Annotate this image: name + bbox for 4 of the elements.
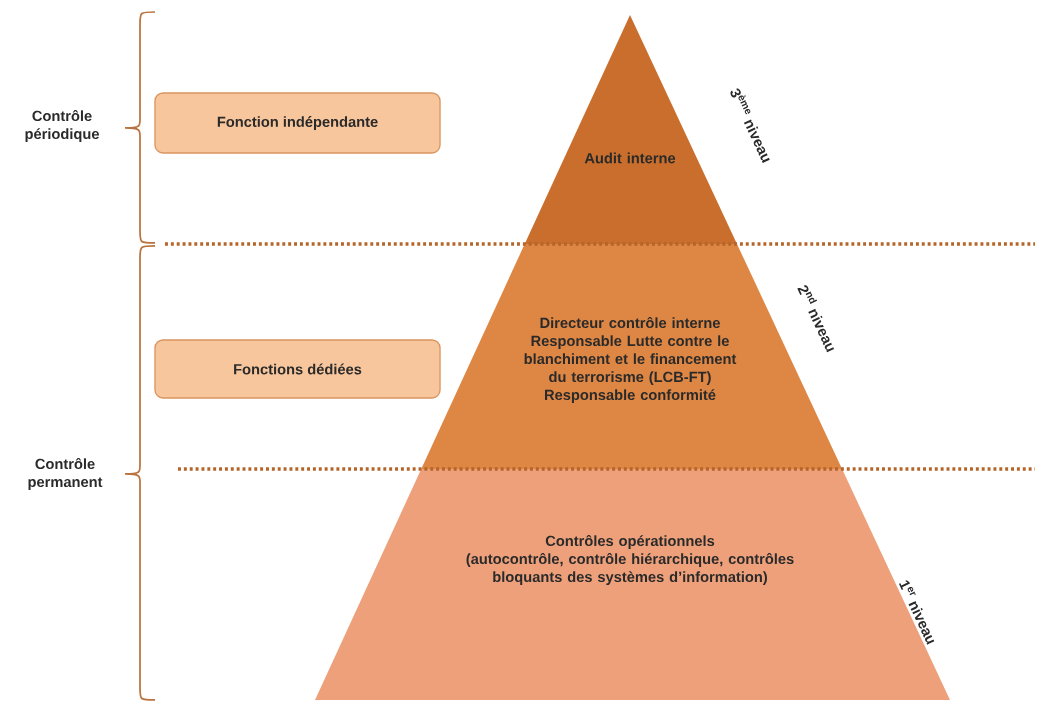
bracket-label: Contrôle périodique — [25, 110, 99, 142]
function-box: Fonction indépendante — [154, 92, 441, 154]
bracket-label: Contrôle permanent — [28, 458, 103, 490]
function-box: Fonctions dédiées — [154, 339, 441, 399]
